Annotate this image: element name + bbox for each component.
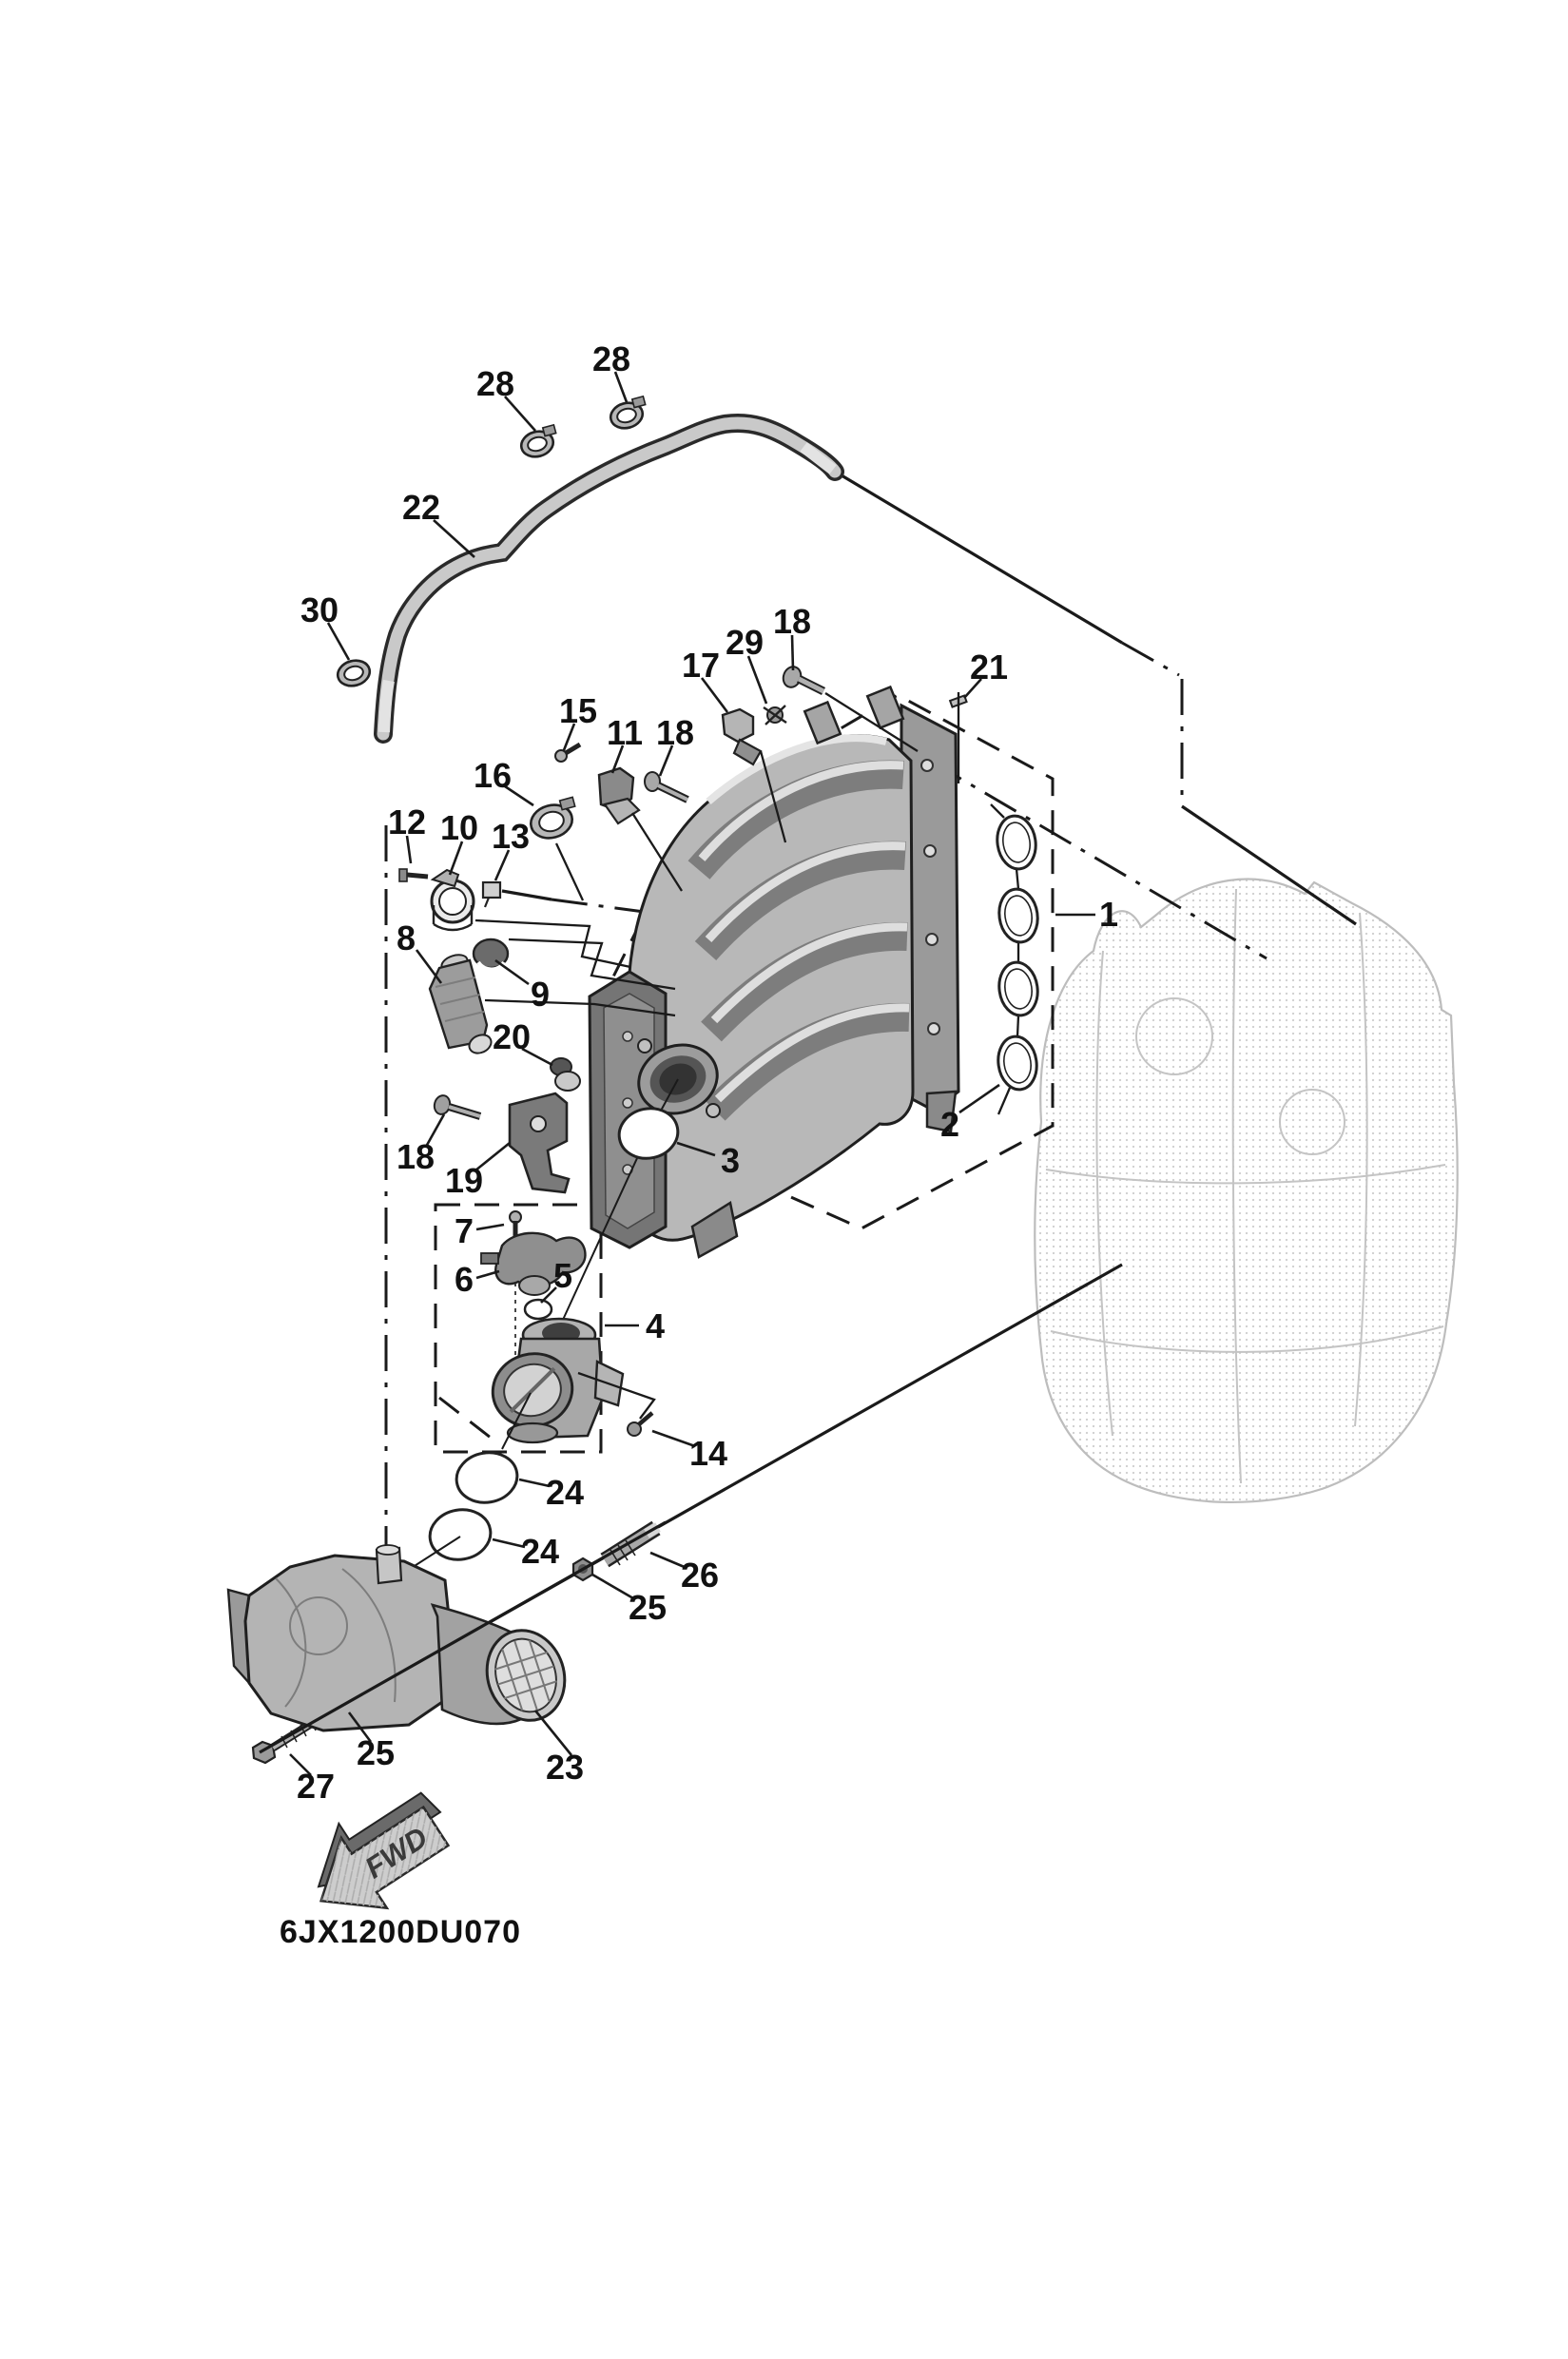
callout-24b[interactable]: 24 (521, 1532, 559, 1571)
diagram-code: 6JX1200DU070 (280, 1914, 521, 1950)
hose-clamp-28a (519, 423, 557, 458)
callout-19[interactable]: 19 (445, 1161, 483, 1200)
callout-5[interactable]: 5 (553, 1256, 572, 1295)
o-ring-5 (523, 1298, 553, 1321)
callout-4[interactable]: 4 (646, 1306, 665, 1345)
callout-29[interactable]: 29 (726, 623, 764, 662)
callout-25b[interactable]: 25 (357, 1733, 395, 1772)
intake-silencer (226, 1544, 567, 1732)
screw-12 (398, 868, 429, 882)
callout-15[interactable]: 15 (559, 691, 597, 730)
sensor-11 (597, 766, 641, 825)
pin-21 (948, 692, 968, 783)
callout-25a[interactable]: 25 (629, 1588, 667, 1627)
fwd-arrow: FWD (317, 1791, 451, 1910)
callout-10[interactable]: 10 (440, 808, 478, 847)
sensor-17 (721, 707, 763, 766)
callout-leaders (289, 371, 1095, 1776)
callout-7[interactable]: 7 (455, 1211, 474, 1250)
callout-27[interactable]: 27 (297, 1767, 335, 1806)
callout-6[interactable]: 6 (455, 1260, 474, 1299)
grommet-20 (550, 1057, 581, 1092)
callout-1[interactable]: 1 (1099, 895, 1118, 934)
hose-clamp-28b (609, 395, 647, 430)
ghost-engine-block (1034, 878, 1459, 1504)
callout-21[interactable]: 21 (970, 648, 1008, 686)
clip-13 (481, 880, 502, 908)
callout-28a[interactable]: 28 (476, 364, 514, 403)
callout-17[interactable]: 17 (682, 646, 720, 685)
callout-18c[interactable]: 18 (397, 1137, 435, 1176)
bolt-18b (782, 666, 826, 696)
callout-11[interactable]: 11 (607, 713, 643, 752)
callout-22[interactable]: 22 (402, 488, 440, 527)
callout-18b[interactable]: 18 (773, 602, 811, 641)
callout-3[interactable]: 3 (721, 1141, 740, 1180)
callout-14[interactable]: 14 (689, 1434, 727, 1473)
valve-8 (428, 954, 493, 1054)
bolt-18c (433, 1094, 482, 1120)
callout-23[interactable]: 23 (546, 1748, 584, 1787)
callout-30[interactable]: 30 (300, 590, 339, 629)
bolt-18a (644, 771, 689, 803)
seal-24b (428, 1508, 493, 1561)
clip-29 (763, 705, 787, 725)
bolt-14 (627, 1411, 654, 1437)
callout-26[interactable]: 26 (681, 1556, 719, 1595)
breather-hose (374, 414, 844, 744)
step-leaders (474, 692, 919, 1017)
callout-13[interactable]: 13 (492, 817, 530, 856)
intake-manifold (588, 685, 960, 1259)
throttle-body-23valve (491, 1317, 625, 1444)
bracket-19 (508, 1092, 571, 1194)
callout-8[interactable]: 8 (397, 918, 416, 957)
callout-12[interactable]: 12 (388, 802, 426, 841)
sensor-6 (480, 1231, 587, 1296)
gasket-strip (990, 803, 1039, 1115)
callout-24a[interactable]: 24 (546, 1473, 584, 1512)
o-ring-3 (617, 1107, 680, 1160)
callout-20[interactable]: 20 (493, 1017, 531, 1056)
clamp-16 (529, 796, 576, 840)
callout-2[interactable]: 2 (940, 1105, 959, 1144)
joint-10 (430, 868, 475, 932)
bolt-15 (554, 742, 582, 763)
callout-18a[interactable]: 18 (656, 713, 694, 752)
silencer-duct-opening (485, 1629, 567, 1722)
callout-9[interactable]: 9 (531, 975, 550, 1014)
throttle-dashed-box (434, 1203, 603, 1454)
callout-16[interactable]: 16 (474, 756, 512, 795)
throttle-body-group (406, 1078, 680, 1572)
callout-28b[interactable]: 28 (592, 339, 630, 378)
silencer-axis-overlay (259, 1520, 667, 1754)
hose-clamp-30 (336, 659, 372, 687)
seal-24a (455, 1451, 519, 1504)
callouts: 28 28 22 30 15 11 18 16 17 29 18 21 12 1… (297, 339, 1118, 1806)
